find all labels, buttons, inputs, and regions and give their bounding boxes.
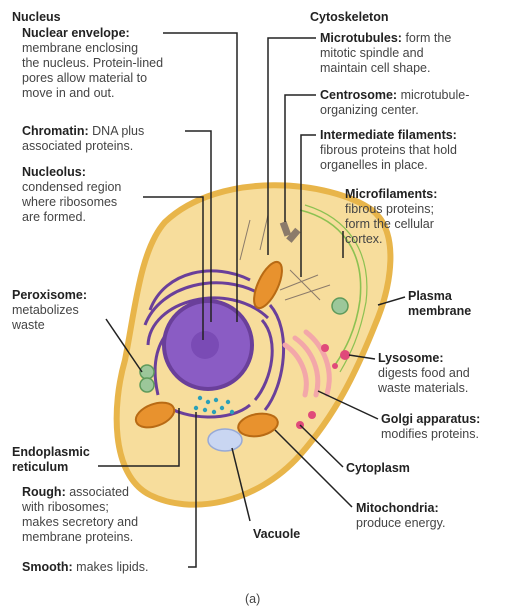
label-mitochondria: Mitochondria: produce energy. — [356, 501, 445, 531]
nucleolus-shape — [191, 331, 219, 359]
label-nucleolus: Nucleolus: condensed region where riboso… — [22, 165, 121, 225]
label-vacuole: Vacuole — [253, 527, 300, 542]
label-nuclear-envelope: Nuclear envelope: membrane enclosing the… — [22, 26, 163, 101]
label-golgi-apparatus: Golgi apparatus: modifies proteins. — [381, 412, 480, 442]
label-centrosome: Centrosome: microtubule- organizing cent… — [320, 88, 469, 118]
label-cytoskeleton: Cytoskeleton — [310, 10, 389, 25]
label-lysosome: Lysosome: digests food and waste materia… — [378, 351, 470, 396]
label-chromatin: Chromatin: DNA plus associated proteins. — [22, 124, 144, 154]
vacuole-shape — [208, 429, 242, 451]
label-rough-er: Rough: associated with ribosomes; makes … — [22, 485, 138, 545]
label-peroxisome: Peroxisome: metabolizes waste — [12, 288, 87, 333]
figure-caption: (a) — [245, 592, 260, 607]
label-microfilaments: Microfilaments: fibrous proteins; form t… — [345, 187, 437, 247]
label-smooth-er: Smooth: makes lipids. — [22, 560, 148, 575]
label-intermediate-filaments: Intermediate filaments: fibrous proteins… — [320, 128, 457, 173]
label-nucleus: Nucleus — [12, 10, 61, 25]
label-endoplasmic-reticulum: Endoplasmic reticulum — [12, 445, 90, 475]
label-plasma-membrane: Plasma membrane — [408, 289, 471, 319]
label-cytoplasm: Cytoplasm — [346, 461, 410, 476]
label-microtubules: Microtubules: form the mitotic spindle a… — [320, 31, 451, 76]
